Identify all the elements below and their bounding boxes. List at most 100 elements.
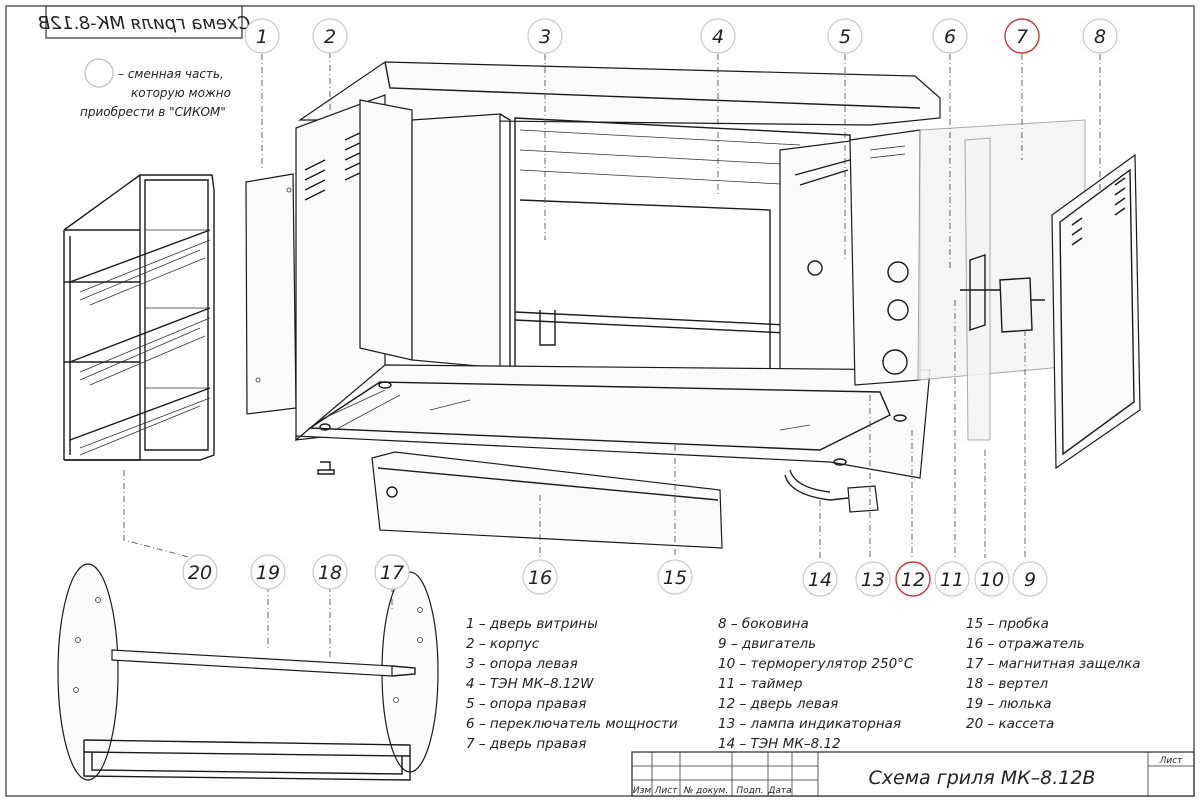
part-15-plug: [386, 486, 398, 498]
part-8-side-panel: [1051, 153, 1141, 470]
callout-number: 19: [256, 562, 280, 584]
callout-circle: [244, 18, 280, 54]
legend-item: 16 – отражатель: [966, 636, 1085, 652]
callout-20: 20: [182, 554, 218, 590]
callout-circle: [855, 561, 891, 597]
callout-number: 2: [324, 26, 336, 48]
callout-number: 4: [712, 26, 724, 48]
legend-item: 6 – переключатель мощности: [466, 716, 678, 732]
callout-10: 10: [974, 561, 1010, 597]
mirrored-title: Схема гриля МК-8.12В: [38, 13, 251, 34]
callout-18: 18: [312, 554, 348, 590]
callout-number: 13: [861, 569, 885, 591]
col-date: Дата: [767, 786, 791, 796]
callout-14: 14: [802, 561, 838, 597]
callout-number: 11: [940, 569, 964, 591]
part-7-right-door: [849, 119, 1086, 386]
callout-number: 9: [1024, 569, 1036, 591]
callout-circle: [700, 18, 736, 54]
part-2-body: [295, 61, 941, 479]
legend-item: 9 – двигатель: [718, 636, 816, 652]
callout-12: 12: [895, 561, 931, 597]
callout-circle: [827, 18, 863, 54]
callout-circle: [250, 554, 286, 590]
callout-number: 3: [539, 26, 551, 48]
part-18-spit: [111, 649, 416, 677]
callout-circle: [1012, 561, 1048, 597]
callout-8: 8: [1082, 18, 1118, 54]
callout-number: 10: [980, 569, 1004, 591]
callout-number: 20: [188, 562, 212, 584]
legend-item: 1 – дверь витрины: [466, 616, 598, 632]
legend-item: 3 – опора левая: [466, 656, 578, 672]
leader-20: [123, 470, 201, 561]
callout-circle: [657, 559, 693, 595]
title-block: Изм Лист № докум. Подп. Дата Схема гриля…: [631, 751, 1195, 797]
drawing-title: Схема гриля МК–8.12В: [869, 767, 1096, 789]
legend-item: 5 – опора правая: [466, 696, 586, 712]
note-line-2: которую можно: [131, 86, 231, 100]
callout-number: 1: [256, 26, 268, 48]
part-1-showcase-door: [245, 173, 297, 415]
legend-item: 18 – вертел: [966, 676, 1049, 692]
part-9-motor: [960, 137, 1045, 441]
legend-item: 2 – корпус: [466, 636, 540, 652]
col-sign: Подп.: [736, 786, 763, 796]
callout-number: 14: [808, 569, 832, 591]
callout-number: 18: [318, 562, 342, 584]
callout-number: 12: [901, 569, 925, 591]
callout-circle: [522, 559, 558, 595]
callout-circle: [182, 554, 218, 590]
legend-item: 8 – боковина: [718, 616, 809, 632]
legend-item: 15 – пробка: [966, 616, 1049, 632]
callout-number: 8: [1094, 26, 1106, 48]
legend-item: 17 – магнитная защелка: [966, 656, 1141, 672]
note-line-1: – сменная часть,: [118, 67, 224, 81]
callout-9: 9: [1012, 561, 1048, 597]
callout-11: 11: [934, 561, 970, 597]
callout-16: 16: [522, 559, 558, 595]
part-20-cassette: [63, 174, 215, 461]
callout-17: 17: [374, 554, 410, 590]
callout-5: 5: [827, 18, 863, 54]
callout-7: 7: [1004, 18, 1040, 54]
callout-15: 15: [657, 559, 693, 595]
legend: 1 – дверь витрины 2 – корпус 3 – опора л…: [466, 616, 1141, 752]
part-17-magnetic-latch: [317, 461, 335, 475]
callout-circle: [312, 18, 348, 54]
callout-1: 1: [244, 18, 280, 54]
callout-19: 19: [250, 554, 286, 590]
callout-circle: [1004, 18, 1040, 54]
legend-item: 19 – люлька: [966, 696, 1052, 712]
col-izm: Изм: [633, 786, 652, 796]
callout-3: 3: [527, 18, 563, 54]
callout-number: 17: [380, 562, 404, 584]
callout-13: 13: [855, 561, 891, 597]
callout-number: 7: [1016, 26, 1028, 48]
legend-item: 7 – дверь правая: [466, 736, 586, 752]
col-list: Лист: [654, 786, 679, 796]
part-19-cradle: [57, 563, 439, 781]
callout-2: 2: [312, 18, 348, 54]
callout-circle: [802, 561, 838, 597]
legend-item: 13 – лампа индикаторная: [718, 716, 901, 732]
callout-circle: [312, 554, 348, 590]
sheet-label: Лист: [1159, 756, 1184, 766]
callout-circle: [527, 18, 563, 54]
callout-4: 4: [700, 18, 736, 54]
callout-6: 6: [932, 18, 968, 54]
legend-item: 4 – ТЭН МК–8.12W: [466, 676, 594, 692]
callout-circle: [974, 561, 1010, 597]
part-16-reflector: [371, 451, 723, 549]
callout-circle: [374, 554, 410, 590]
note-circle-icon: [84, 58, 114, 88]
callout-number: 15: [663, 567, 687, 589]
note-line-3: приобрести в "СИКОМ": [80, 105, 226, 119]
callout-circle: [895, 561, 931, 597]
callout-number: 16: [528, 567, 552, 589]
callout-number: 6: [944, 26, 956, 48]
legend-item: 11 – таймер: [718, 676, 802, 692]
replaceable-part-note: – сменная часть, которую можно приобрест…: [80, 58, 231, 119]
callout-circle: [1082, 18, 1118, 54]
